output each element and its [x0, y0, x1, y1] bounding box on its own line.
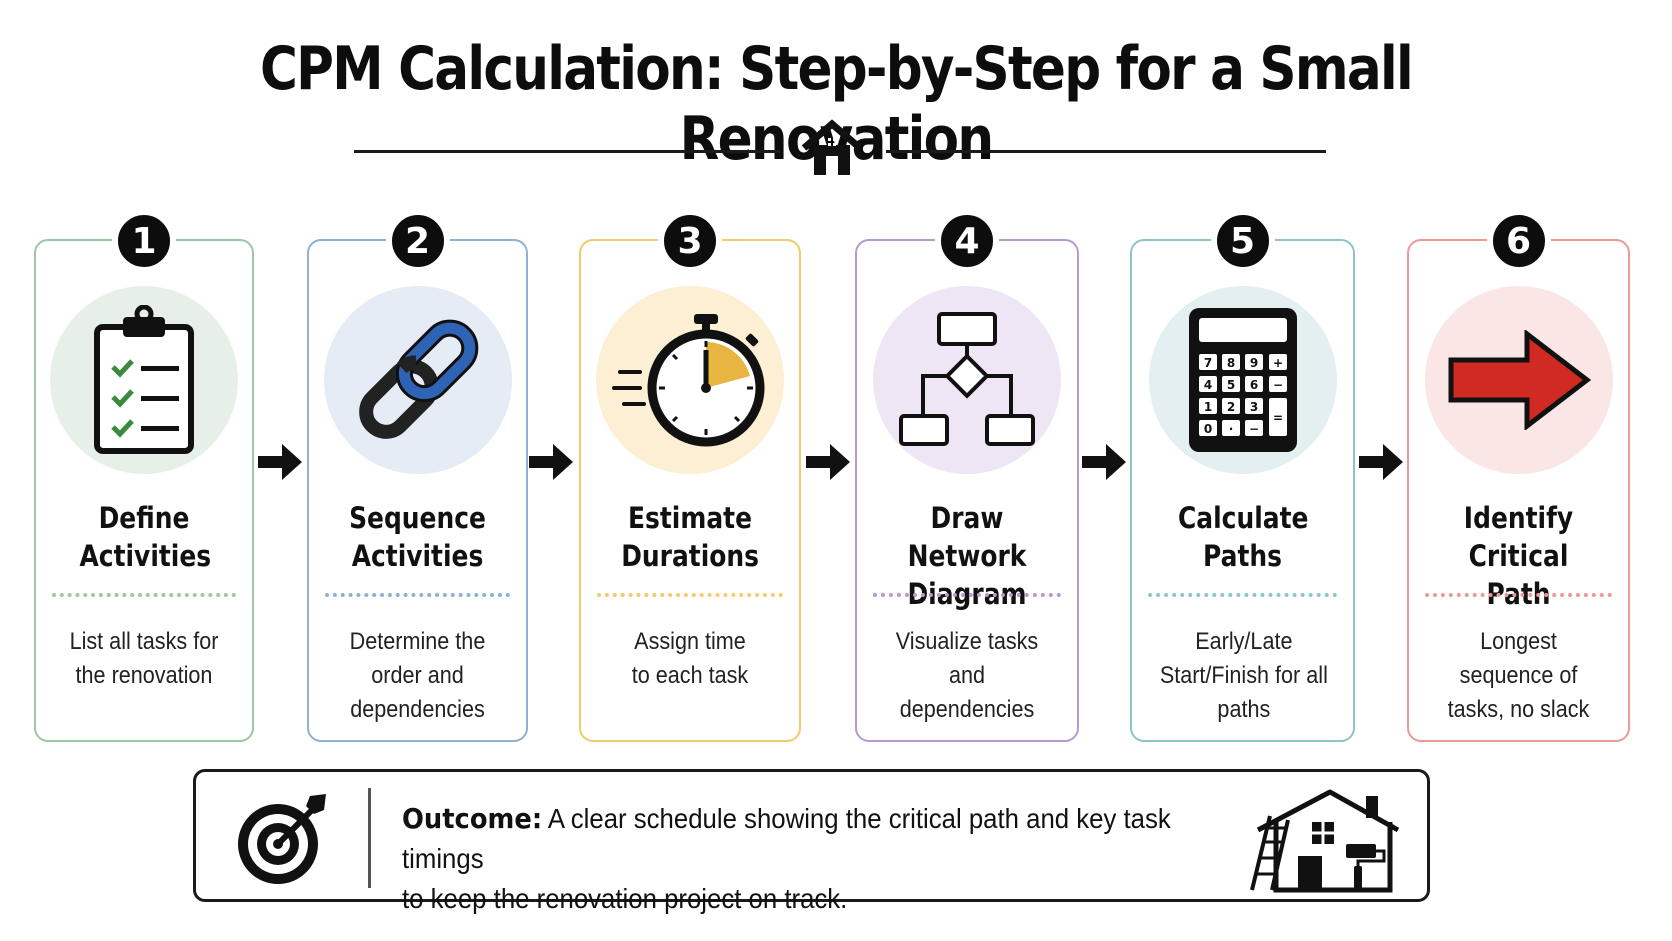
- calculator-key-label: ·: [1228, 422, 1233, 436]
- chain-link-icon: [358, 319, 478, 439]
- calculator-key-label: 7: [1203, 356, 1211, 370]
- outcome-text: Outcome: A clear schedule showing the cr…: [402, 799, 1193, 919]
- renovation-house-icon: [1250, 789, 1400, 893]
- calculator-key-label: 8: [1226, 356, 1234, 370]
- flowchart-icon: [899, 312, 1035, 446]
- calculator-key-label: 1: [1203, 400, 1211, 414]
- icon-background: [596, 286, 784, 474]
- target-icon: [238, 794, 326, 884]
- calculator-key-label: 0: [1203, 422, 1211, 436]
- calculator-key-label: 9: [1249, 356, 1257, 370]
- step-description: Early/Late Start/Finish for all paths: [1159, 628, 1328, 723]
- step-title: Calculate Paths: [1178, 501, 1309, 573]
- step-card-6: 6 Identify Critical Path Longest sequenc…: [1407, 209, 1630, 742]
- step-number-badge: 4: [935, 209, 999, 273]
- calculator-icon: 7 8 9 + 4 5 6 − 1 2 3 0 · − =: [1188, 308, 1297, 452]
- dotted-divider: [1148, 593, 1337, 597]
- outcome-text-line-1: A clear schedule showing the critical pa…: [402, 803, 1171, 874]
- calculator-key-label: 4: [1203, 378, 1211, 392]
- stopwatch-icon: [612, 314, 765, 447]
- page-title: CPM Calculation: Step-by-Step for a Smal…: [260, 34, 1414, 174]
- arrow-right-icon: [258, 444, 302, 480]
- icon-background: [873, 286, 1061, 474]
- house-icon: [801, 119, 863, 175]
- arrow-right-icon: [1359, 444, 1403, 480]
- step-card-5: 5 7 8 9 + 4 5 6: [1130, 209, 1355, 742]
- icon-background: 7 8 9 + 4 5 6 − 1 2 3 0 · − =: [1148, 286, 1337, 474]
- calculator-key-label: 6: [1249, 378, 1257, 392]
- step-title: Sequence Activities: [349, 501, 486, 573]
- step-title: Define Activities: [79, 501, 212, 573]
- title-rule-right: [886, 150, 1326, 153]
- icon-background: [323, 286, 512, 474]
- calculator-key-label: 3: [1249, 400, 1257, 414]
- step-description: Visualize tasks and dependencies: [895, 628, 1039, 723]
- dotted-divider: [325, 593, 510, 597]
- step-description: Assign time to each task: [631, 628, 749, 689]
- step-number-badge: 3: [658, 209, 722, 273]
- outcome-panel: Outcome: A clear schedule showing the cr…: [193, 769, 1430, 914]
- step-number-badge: 2: [385, 209, 450, 273]
- clipboard-checklist-icon: [94, 305, 194, 454]
- step-card-2: 2 Sequence Activities Determine the orde…: [307, 209, 528, 742]
- red-arrow-icon: [1448, 330, 1591, 430]
- step-title: Estimate Durations: [621, 501, 760, 573]
- arrow-right-icon: [806, 444, 850, 480]
- calculator-key-label: −: [1272, 378, 1282, 392]
- arrow-right-icon: [1082, 444, 1126, 480]
- step-number-badge: 6: [1486, 209, 1551, 273]
- step-title: Identify Critical Path: [1463, 501, 1574, 611]
- icon-background: [1424, 286, 1613, 474]
- step-card-3: 3 Estimate Durations Assign time to each…: [579, 209, 801, 742]
- step-number-badge: 1: [112, 209, 176, 273]
- calculator-key-label: =: [1272, 411, 1282, 425]
- icon-background: [50, 286, 238, 474]
- step-number-badge: 5: [1210, 209, 1275, 273]
- step-description: Longest sequence of tasks, no slack: [1447, 628, 1590, 723]
- calculator-key-label: 5: [1226, 378, 1234, 392]
- outcome-divider: [368, 788, 371, 888]
- title-rule-left: [354, 150, 780, 153]
- dotted-divider: [873, 593, 1061, 597]
- dotted-divider: [597, 593, 783, 597]
- calculator-key-label: −: [1248, 422, 1258, 436]
- calculator-key-label: +: [1272, 356, 1282, 370]
- step-description: Determine the order and dependencies: [349, 628, 486, 723]
- outcome-label: Outcome:: [402, 802, 543, 835]
- step-card-4: 4 Draw Network Diagram Visualize tasks a…: [855, 209, 1079, 742]
- arrow-right-icon: [529, 444, 573, 480]
- step-card-1: 1 Define Activities List all tasks for t…: [34, 209, 254, 742]
- step-description: List all tasks for the renovation: [69, 628, 219, 689]
- dotted-divider: [1425, 593, 1612, 597]
- outcome-text-line-2: to keep the renovation project on track.: [402, 883, 848, 914]
- calculator-key-label: 2: [1226, 400, 1234, 414]
- dotted-divider: [52, 593, 236, 597]
